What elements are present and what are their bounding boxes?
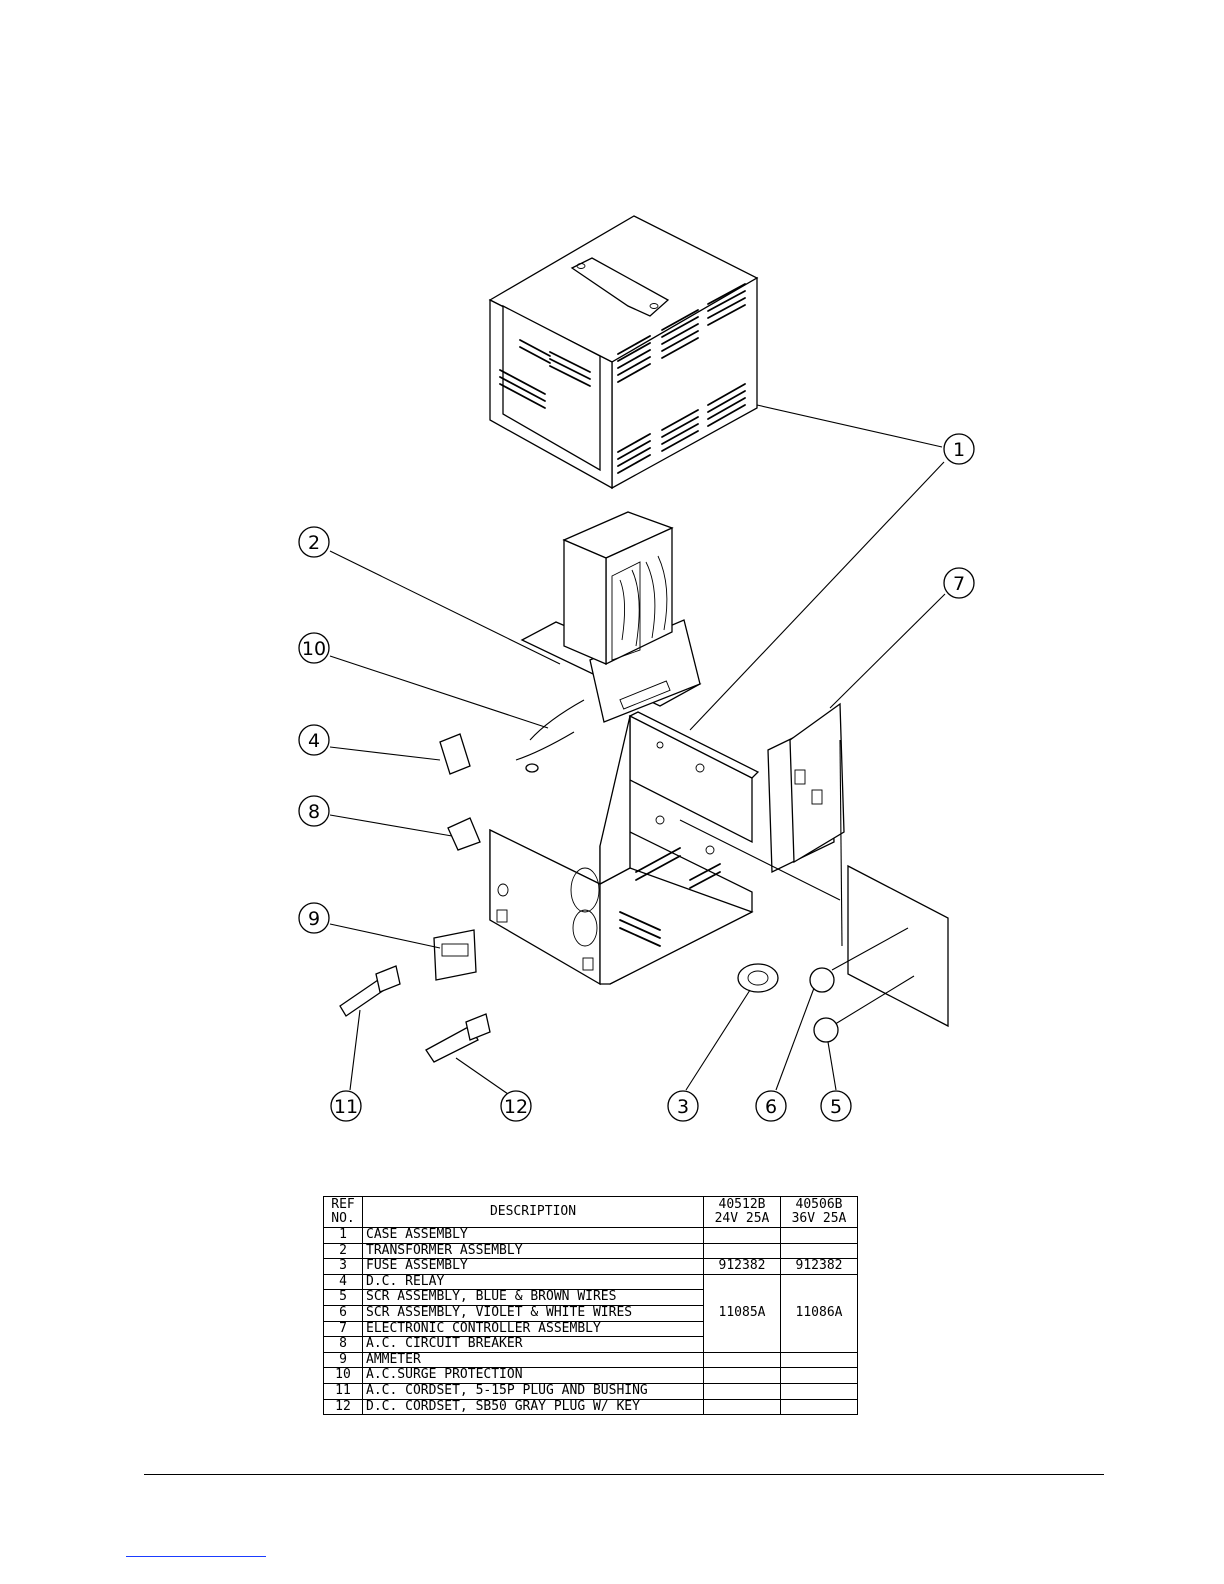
svg-text:4: 4 [308,730,320,752]
callout-12: 12 [500,1090,532,1122]
callout-3: 3 [667,1090,699,1122]
callout-2: 2 [298,526,330,558]
table-row: 11 A.C. CORDSET, 5-15P PLUG AND BUSHING [323,1382,858,1400]
table-row: 9 AMMETER [323,1351,858,1369]
callout-5: 5 [820,1090,852,1122]
header-description: DESCRIPTION [362,1196,704,1228]
svg-text:6: 6 [765,1096,777,1118]
small-components [339,699,779,1063]
callout-10: 10 [298,632,330,664]
callout-7: 7 [943,567,975,599]
leader-lines [329,404,946,1095]
callout-8: 8 [298,795,330,827]
table-row: 1 CASE ASSEMBLY [323,1227,858,1244]
callout-1: 1 [943,433,975,465]
callout-4: 4 [298,724,330,756]
footer-link-underline [126,1556,266,1557]
table-row: 6 SCR ASSEMBLY, VIOLET & WHITE WIRES [323,1304,858,1322]
svg-text:3: 3 [677,1096,689,1118]
footer-rule [144,1474,1104,1475]
fuse-part-b: 912382 [780,1258,858,1275]
svg-text:12: 12 [504,1096,528,1118]
table-row: 10 A.C.SURGE PROTECTION [323,1367,858,1384]
table-row: 12 D.C. CORDSET, SB50 GRAY PLUG W/ KEY [323,1398,858,1416]
group-part-b: 11086A [780,1273,858,1353]
svg-text:1: 1 [953,439,965,461]
svg-text:9: 9 [308,908,320,930]
fuse-part-a: 912382 [703,1258,781,1275]
heatsink-plate [809,864,949,1043]
table-row: 8 A.C. CIRCUIT BREAKER [323,1336,858,1353]
exploded-parts-diagram: 1 2 3 4 5 6 7 8 9 10 11 12 [298,215,975,1122]
table-row: 2 TRANSFORMER ASSEMBLY [323,1242,858,1260]
table-row: 4 D.C. RELAY 11085A 11086A [323,1273,858,1353]
callout-11: 11 [330,1090,362,1122]
callout-6: 6 [755,1090,787,1122]
case-base [489,711,760,986]
group-part-a: 11085A [703,1273,781,1353]
table-row: 3 FUSE ASSEMBLY 912382 912382 [323,1258,858,1275]
case-cover [488,215,759,490]
svg-text:8: 8 [308,801,320,823]
svg-text:7: 7 [953,573,965,595]
svg-text:2: 2 [308,532,320,554]
transformer [520,511,702,723]
table-row: 5 SCR ASSEMBLY, BLUE & BROWN WIRES [323,1289,858,1306]
controller-board [767,702,845,874]
svg-text:10: 10 [302,638,326,660]
callout-9: 9 [298,902,330,934]
svg-text:5: 5 [830,1096,842,1118]
svg-text:11: 11 [334,1096,358,1118]
